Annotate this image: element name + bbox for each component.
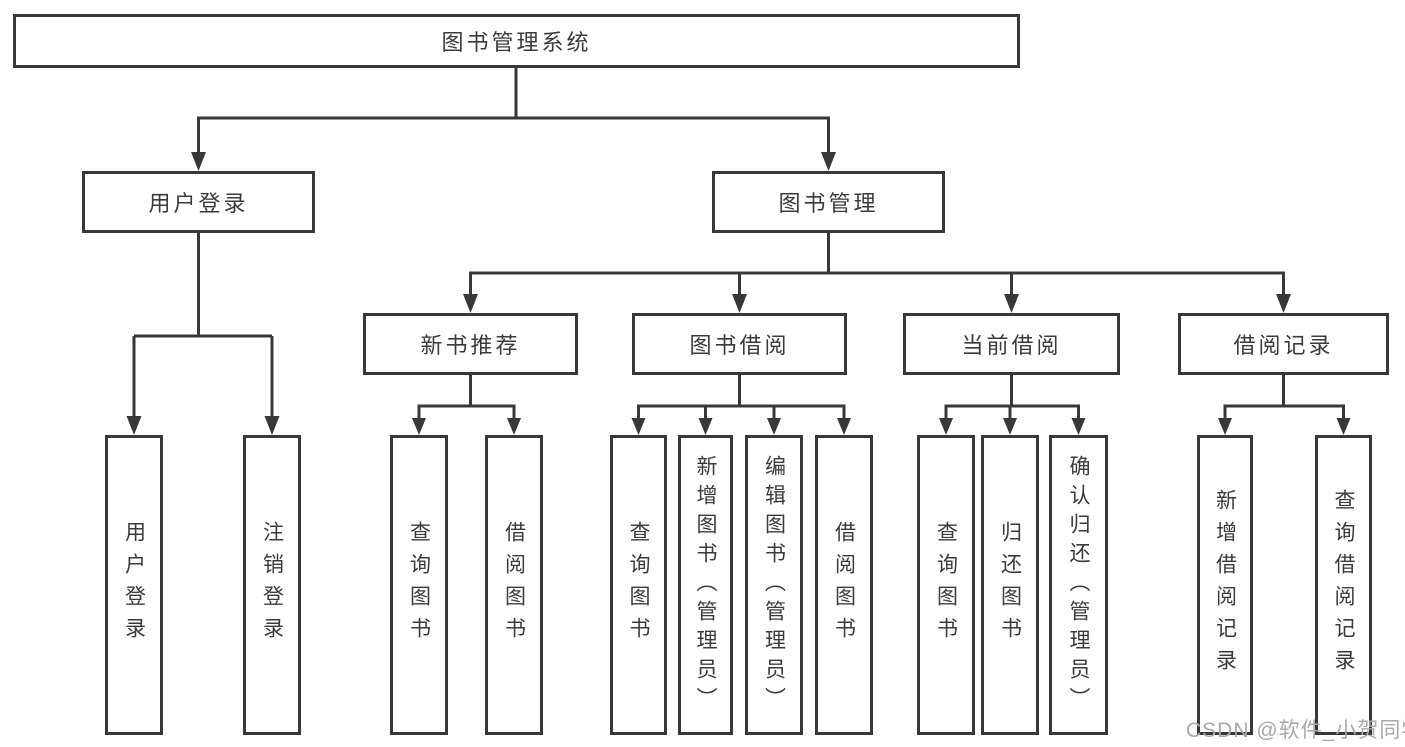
leaf-edit-book-admin: 编辑图书（管理员） <box>745 435 803 735</box>
leaf-borrow-book-2-label: 借阅图书 <box>832 521 856 649</box>
node-root-system: 图书管理系统 <box>13 14 1020 68</box>
node-current-borrow-label: 当前借阅 <box>961 333 1062 358</box>
csdn-watermark: CSDN @软件_小贺同学 <box>1186 719 1405 742</box>
leaf-query-borrow-record: 查询借阅记录 <box>1315 435 1372 735</box>
leaf-add-borrow-record-label: 新增借阅记录 <box>1213 489 1237 681</box>
leaf-add-borrow-record: 新增借阅记录 <box>1197 435 1253 735</box>
leaf-logout-label: 注销登录 <box>260 521 284 649</box>
node-current-borrow: 当前借阅 <box>903 313 1120 375</box>
leaf-borrow-book-1-label: 借阅图书 <box>502 521 526 649</box>
node-book-management-label: 图书管理 <box>778 191 879 216</box>
node-borrow-records: 借阅记录 <box>1178 313 1389 375</box>
node-borrow-records-label: 借阅记录 <box>1233 333 1334 358</box>
leaf-return-book-label: 归还图书 <box>998 521 1022 649</box>
leaf-query-book-3: 查询图书 <box>917 435 975 735</box>
leaf-user-login-label: 用户登录 <box>122 521 146 649</box>
leaf-user-login: 用户登录 <box>105 435 163 735</box>
node-book-management: 图书管理 <box>712 171 945 233</box>
node-book-borrow: 图书借阅 <box>632 313 847 375</box>
leaf-query-borrow-record-label: 查询借阅记录 <box>1332 489 1355 681</box>
leaf-add-book-admin: 新增图书（管理员） <box>678 435 733 735</box>
leaf-query-book-1-label: 查询图书 <box>407 521 431 649</box>
leaf-query-book-2: 查询图书 <box>610 435 667 735</box>
node-root-system-label: 图书管理系统 <box>441 30 592 55</box>
node-new-book-recommend: 新书推荐 <box>363 313 578 375</box>
node-user-login: 用户登录 <box>82 171 315 233</box>
node-book-borrow-label: 图书借阅 <box>689 333 790 358</box>
leaf-add-book-admin-label: 新增图书（管理员） <box>694 454 717 716</box>
leaf-confirm-return-admin-label: 确认归还（管理员） <box>1067 454 1090 716</box>
leaf-query-book-1: 查询图书 <box>390 435 448 735</box>
leaf-query-book-3-label: 查询图书 <box>934 521 958 649</box>
leaf-query-book-2-label: 查询图书 <box>627 521 650 649</box>
leaf-confirm-return-admin: 确认归还（管理员） <box>1049 435 1108 735</box>
leaf-borrow-book-1: 借阅图书 <box>485 435 543 735</box>
leaf-edit-book-admin-label: 编辑图书（管理员） <box>762 454 786 716</box>
leaf-return-book: 归还图书 <box>981 435 1039 735</box>
node-user-login-label: 用户登录 <box>148 191 249 216</box>
node-new-book-recommend-label: 新书推荐 <box>420 333 521 358</box>
leaf-logout: 注销登录 <box>243 435 301 735</box>
leaf-borrow-book-2: 借阅图书 <box>815 435 873 735</box>
